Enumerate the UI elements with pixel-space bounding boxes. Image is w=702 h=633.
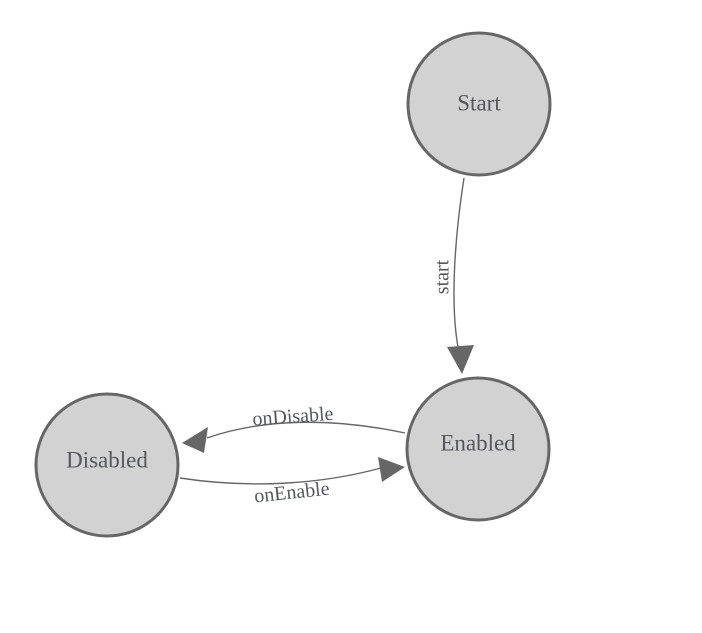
edge-start-to-enabled-arrowhead (447, 345, 474, 374)
node-start-circle (406, 31, 552, 177)
edge-start-to-enabled-line (453, 177, 465, 348)
node-enabled-label: Enabled (440, 430, 516, 455)
node-enabled: Enabled (405, 376, 551, 522)
edge-enabled-to-disabled-arrowhead (182, 427, 208, 453)
edge-start-to-enabled: start (432, 177, 474, 374)
edge-disabled-to-enabled-arrowhead (378, 457, 405, 482)
edge-enabled-to-disabled-line (206, 421, 406, 439)
node-disabled-circle (34, 392, 180, 538)
node-start-label: Start (457, 90, 501, 115)
node-disabled-label: Disabled (66, 447, 148, 472)
edge-disabled-to-enabled-line (179, 467, 382, 485)
edge-enabled-to-disabled: onDisable (182, 403, 406, 453)
node-disabled: Disabled (34, 392, 180, 538)
edge-label-start: start (432, 259, 454, 294)
edge-disabled-to-enabled: onEnable (179, 457, 405, 508)
edge-label-ondisable: onDisable (252, 403, 335, 431)
edge-label-onenable: onEnable (253, 478, 331, 508)
node-enabled-circle (405, 376, 551, 522)
node-start: Start (406, 31, 552, 177)
